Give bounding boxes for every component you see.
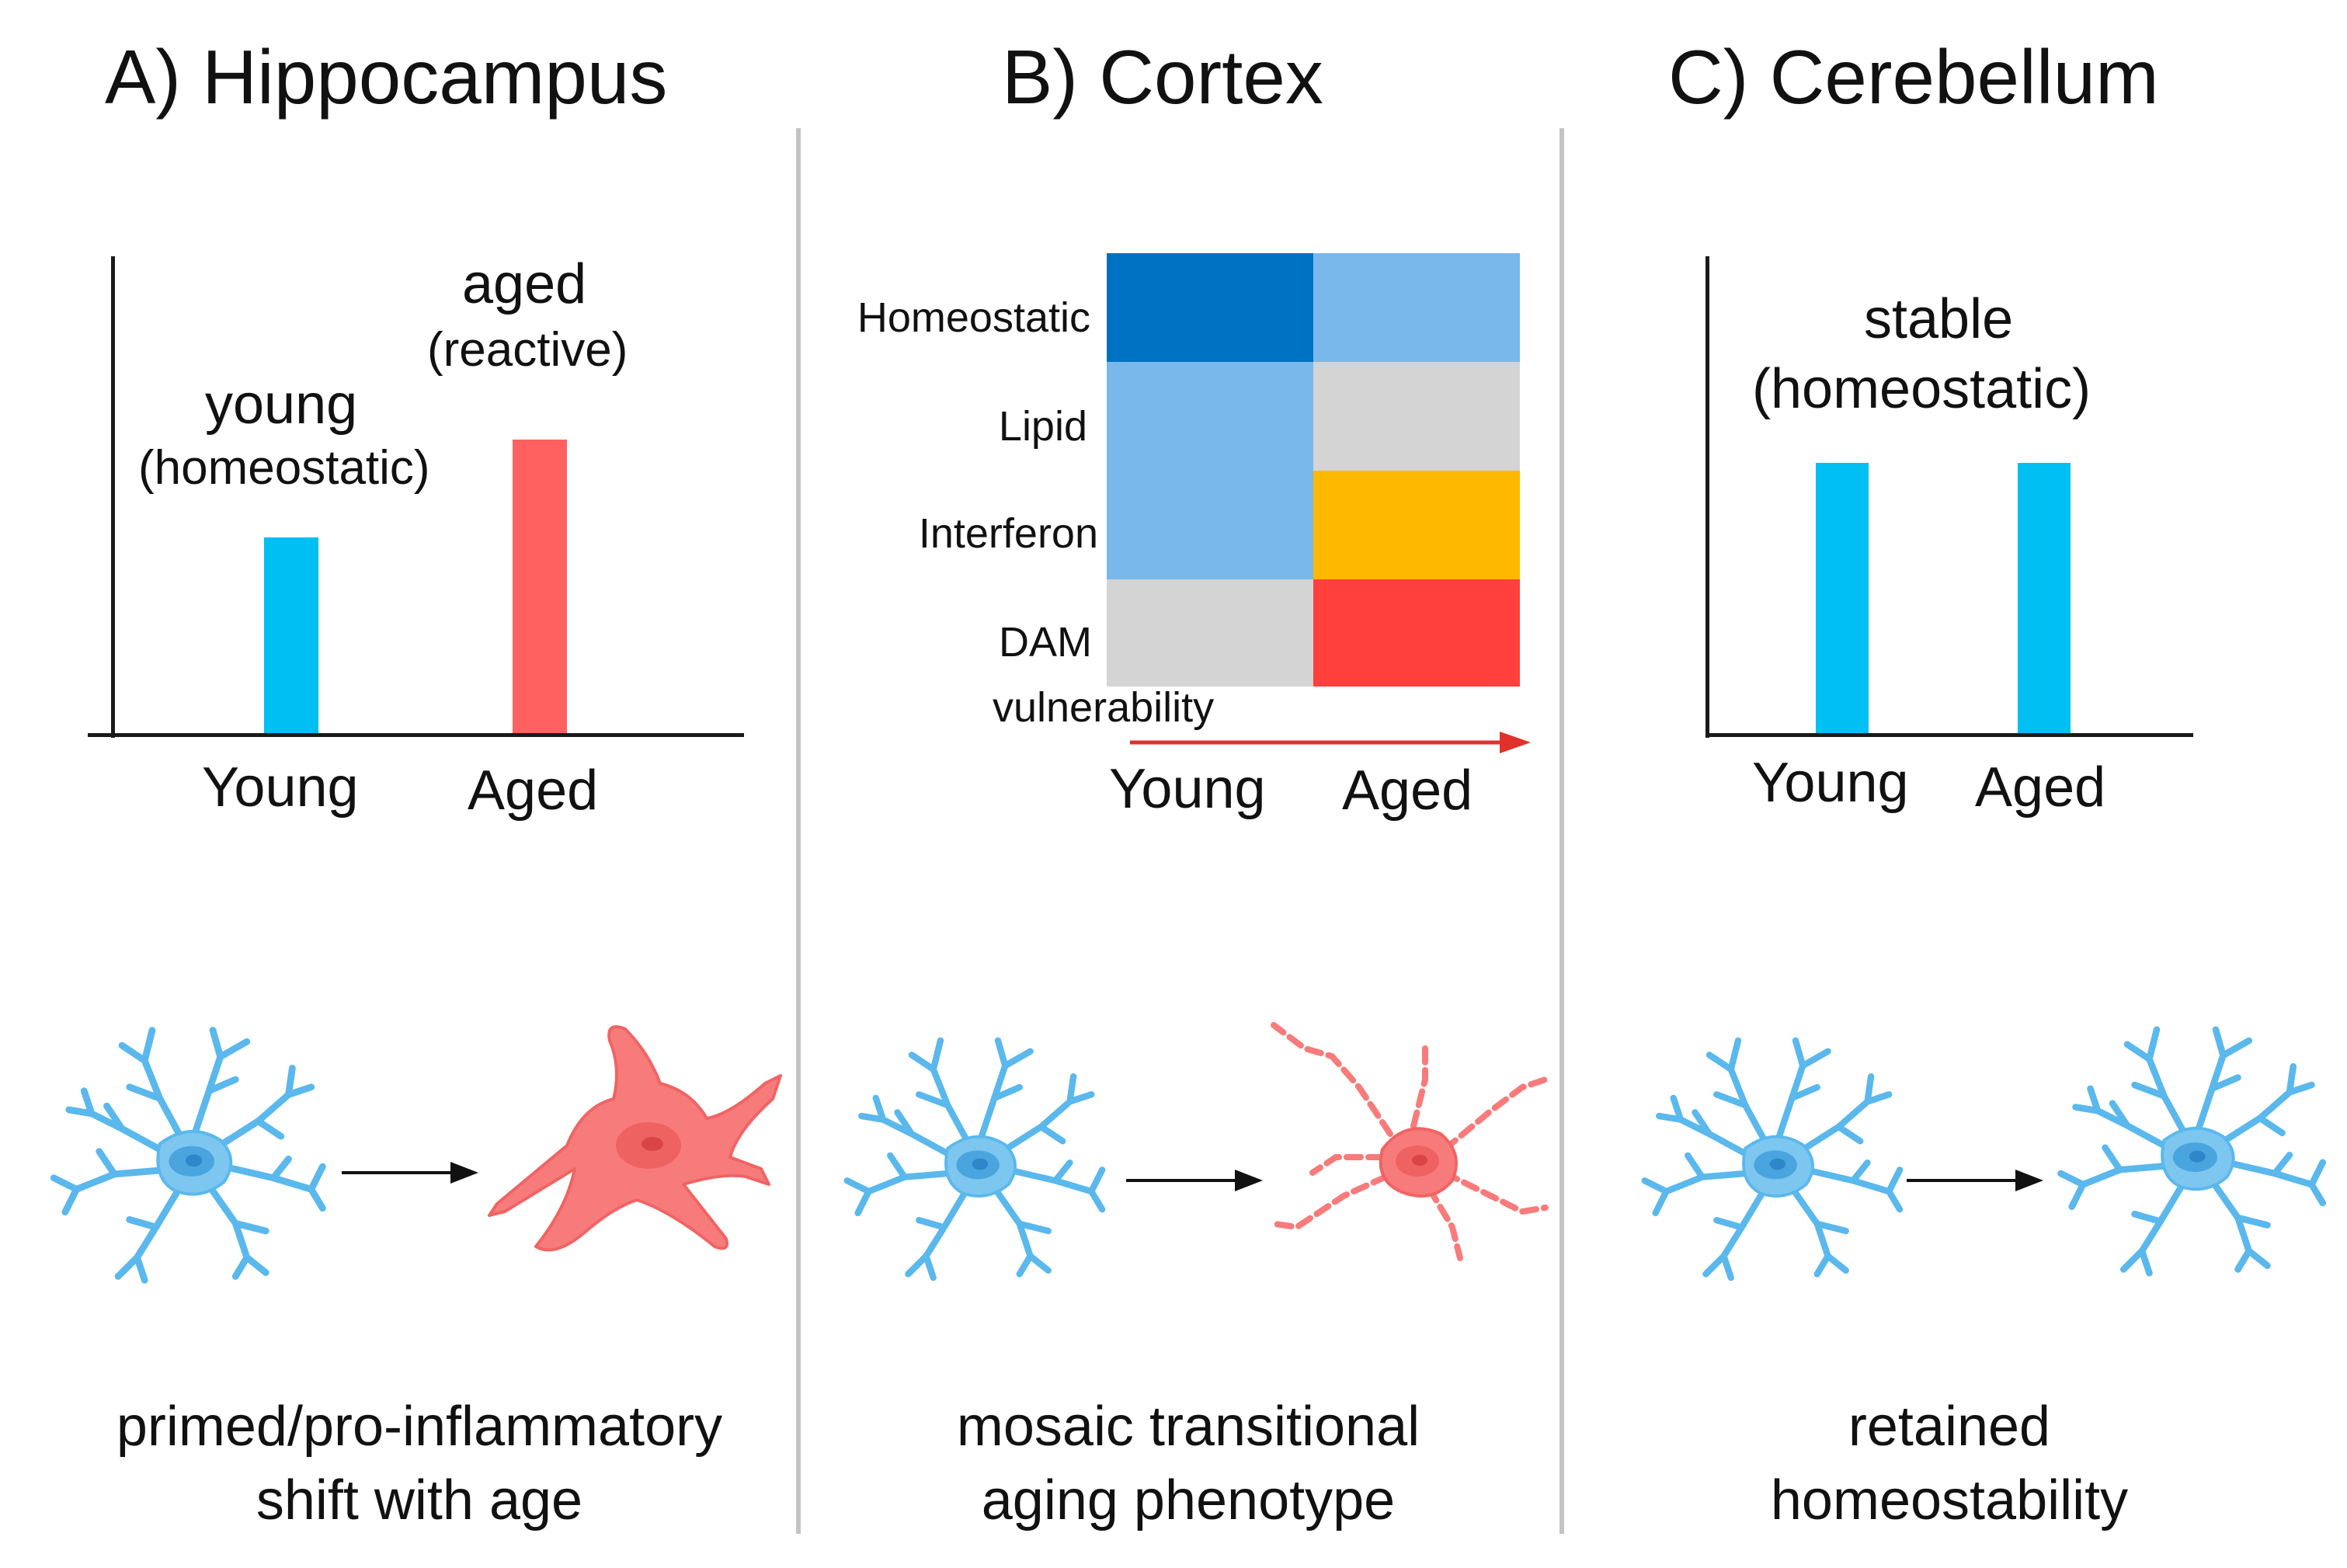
panel-a-y-axis [111,256,115,738]
panel-a-young-label: young [205,374,358,436]
arrow-right-icon [342,1162,478,1184]
panel-b-x-young: Young [1109,758,1266,820]
arrow-right-icon [1907,1170,2043,1191]
ramified-microglia-icon [826,1025,1113,1293]
panel-a-caption: primed/pro-inflammatory shift with age [62,1390,777,1538]
panel-b-caption-line1: mosaic transitional [956,1396,1420,1458]
heatmap-cell-dam-aged [1313,579,1520,687]
panel-b-title: B) Cortex [1002,34,1323,120]
heatmap-cell-homeostatic-young [1107,253,1313,362]
heatmap-vulnerability-label: vulnerability [993,684,1215,731]
panel-a-bar-young [264,537,318,733]
ramified-microglia-icon [2039,1013,2334,1289]
panel-c-x-axis [1709,733,2193,737]
panel-c-x-aged: Aged [1975,756,2106,819]
heatmap-cell-lipid-aged [1313,362,1520,471]
panel-c-bar-aged [2018,463,2071,733]
heatmap-row-interferon: Interferon [918,510,1098,557]
panel-b-caption: mosaic transitional aging phenotype [831,1390,1546,1538]
ramified-microglia-icon [31,1013,334,1297]
heatmap-cell-lipid-young [1107,362,1313,471]
panel-c-stable-label: stable [1864,288,2014,350]
dystrophic-microglia-icon [1267,1022,1549,1261]
panel-a-x-axis [88,733,744,737]
panel-a-bar-aged [513,440,567,733]
panel-c-caption-line1: retained [1848,1396,2051,1458]
panel-c-x-young: Young [1752,752,1909,814]
heatmap-row-dam: DAM [999,619,1092,666]
panel-b-x-aged: Aged [1342,760,1473,822]
panel-a-aged-sublabel: (reactive) [427,323,628,377]
heatmap-cell-interferon-young [1107,471,1313,579]
panel-a-x-young: Young [202,756,359,819]
panel-c-bar-young [1816,463,1869,733]
panel-a-title: A) Hippocampus [105,34,668,120]
arrow-right-icon [1126,1170,1263,1191]
heatmap-row-lipid: Lipid [998,403,1087,450]
panel-a-aged-label: aged [462,253,587,315]
heatmap-cell-dam-young [1107,579,1313,687]
panel-a-caption-line1: primed/pro-inflammatory [116,1396,723,1458]
amoeboid-microglia-icon [488,1025,782,1252]
panel-c-title: C) Cerebellum [1668,34,2159,120]
panel-a-caption-line2: shift with age [256,1469,583,1532]
heatmap-cell-interferon-aged [1313,471,1520,579]
panel-a-x-aged: Aged [468,760,599,822]
panel-a-young-sublabel: (homeostatic) [138,441,430,495]
heatmap-cell-homeostatic-aged [1313,253,1520,362]
panel-b-caption-line2: aging phenotype [981,1469,1396,1532]
vulnerability-arrow-icon [1130,732,1531,753]
panel-c-caption-line2: homeostability [1770,1469,2129,1532]
heatmap-row-homeostatic: Homeostatic [857,294,1090,341]
divider-b-c [1559,128,1564,1534]
divider-a-b [796,128,801,1534]
ramified-microglia-icon [1623,1025,1911,1293]
panel-c-caption: retained homeostability [1592,1390,2307,1538]
panel-c-stable-sublabel: (homeostatic) [1752,358,2091,420]
panel-c-y-axis [1705,256,1709,738]
